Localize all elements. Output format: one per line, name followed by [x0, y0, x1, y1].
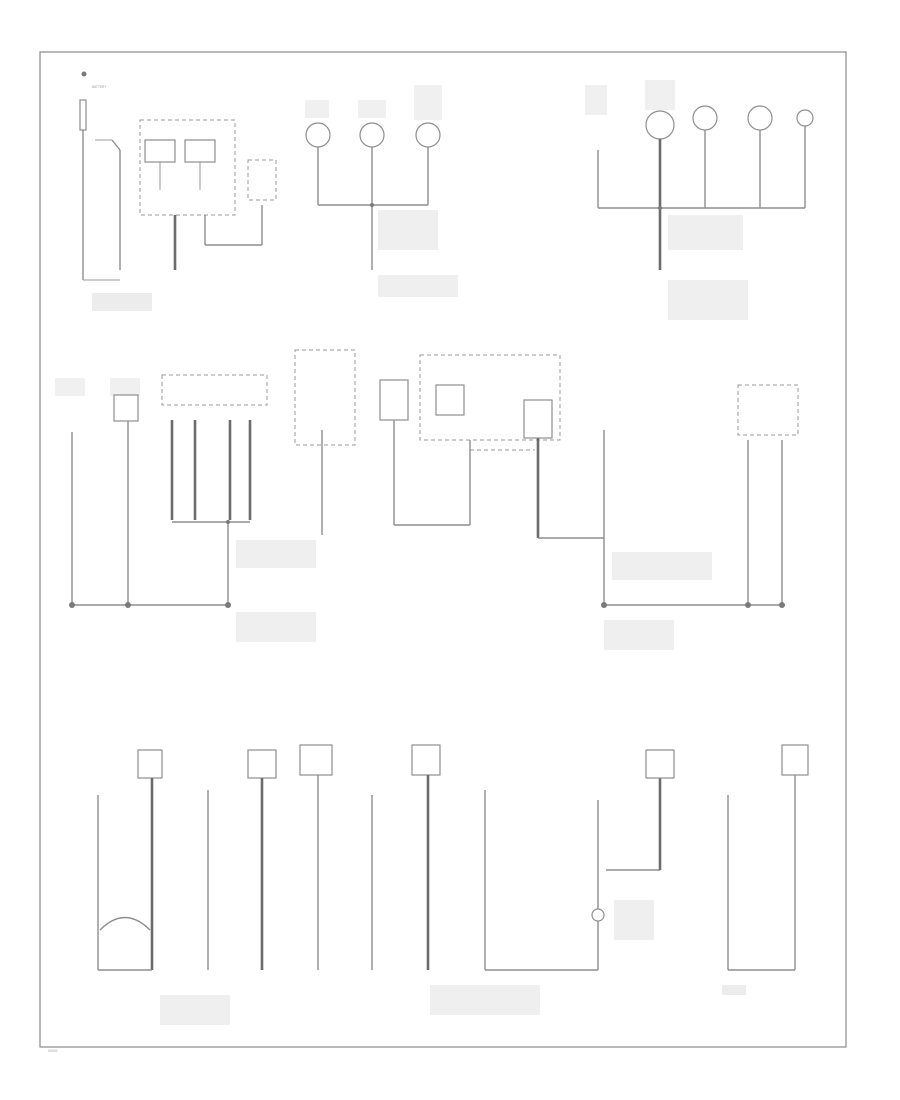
diagram-border: [39, 51, 847, 1048]
middle-center-group: [294, 349, 604, 539]
top-left-battery-group: BATTERY: [79, 71, 277, 311]
bottom-center-group: [430, 749, 675, 1015]
top-center-lamp-group: [305, 85, 458, 297]
battery-label: BATTERY: [92, 85, 107, 89]
bottom-right-group: [722, 744, 809, 995]
middle-right-group: [601, 384, 799, 650]
diagram-code: G0000: [48, 1049, 58, 1053]
middle-left-group: [55, 374, 316, 642]
top-right-lamp-group: [585, 80, 814, 320]
bottom-left-group: [97, 744, 441, 1025]
